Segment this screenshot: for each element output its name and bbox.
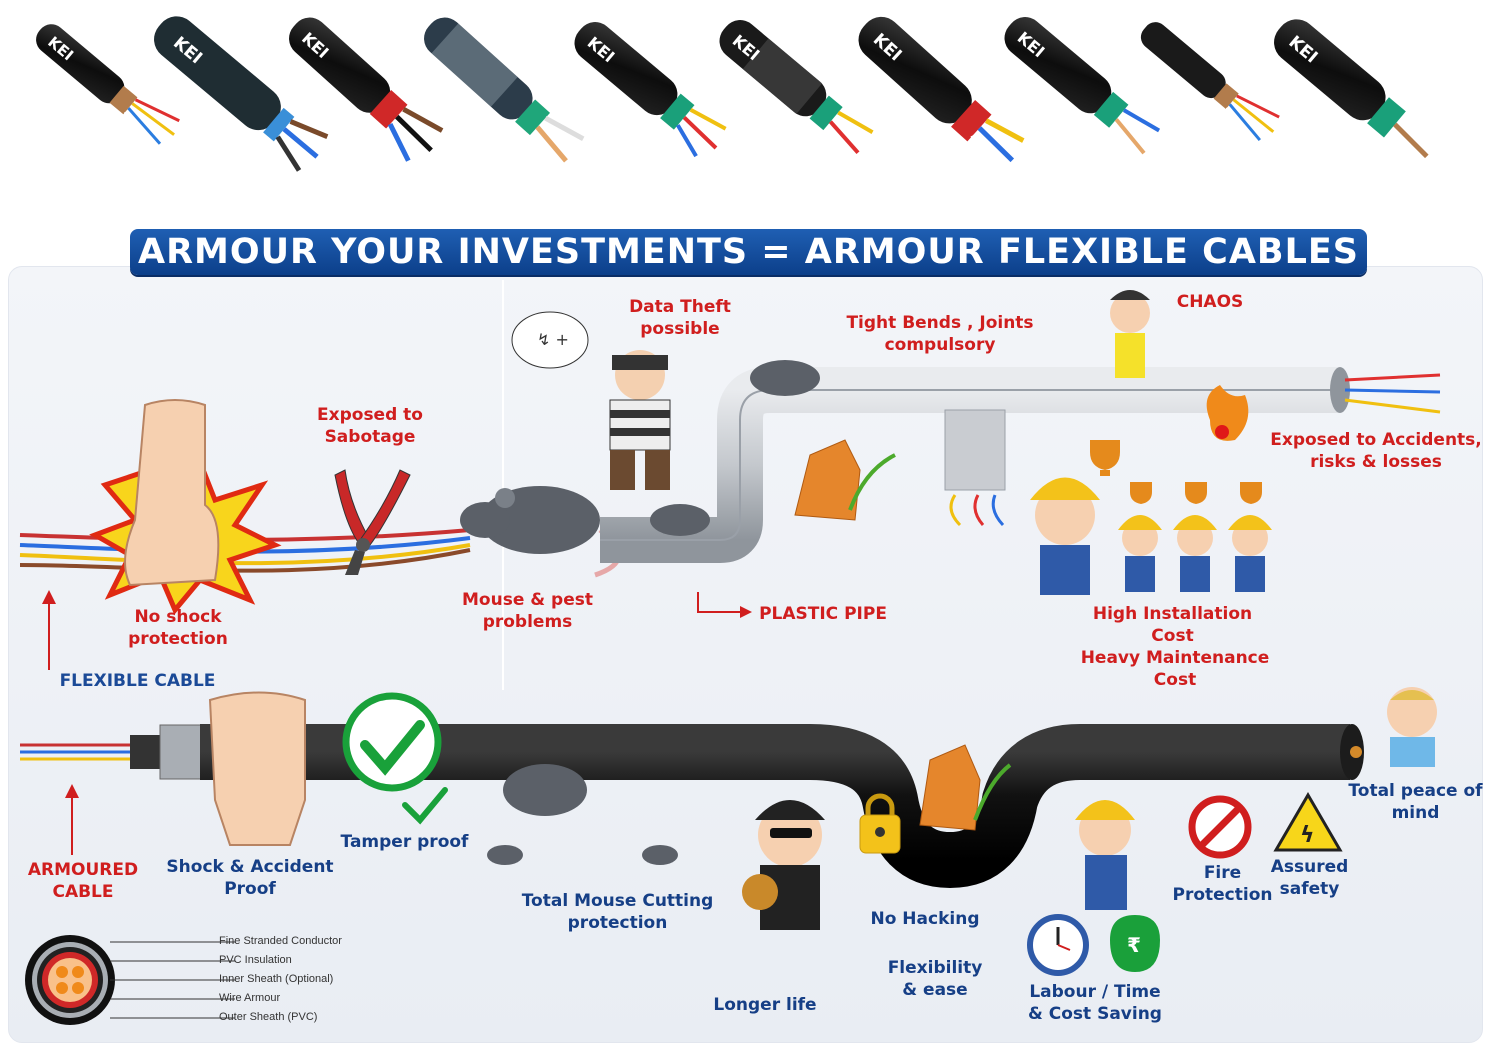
- svg-text:↯ +: ↯ +: [537, 330, 569, 349]
- label-flexibility: Flexibility & ease: [887, 958, 983, 1000]
- worker-icon-5: [1075, 800, 1135, 910]
- label-no-hacking: No Hacking: [870, 909, 980, 929]
- rat-icon-1: [460, 486, 622, 578]
- rock-icon-2: [919, 744, 981, 831]
- label-fire-protection: Fire Protection: [1172, 863, 1273, 905]
- rat-icon-3: [650, 504, 710, 536]
- worker-icon-3: [1173, 515, 1217, 592]
- label-total-peace: Total peace of mind: [1348, 781, 1483, 823]
- cable-product-3: KEI: [289, 17, 444, 162]
- worker-icon-4: [1228, 515, 1272, 592]
- cable-product-6: KEI: [719, 20, 874, 154]
- peaceful-boy-icon: [1387, 687, 1437, 767]
- legend-wire-armour: Wire Armour: [219, 992, 281, 1004]
- label-high-installation-cost: High Installation Cost: [1092, 604, 1253, 646]
- legend-outer-sheath: Outer Sheath (PVC): [219, 1011, 318, 1023]
- cable-product-8: KEI: [1004, 17, 1161, 155]
- money-bag-icon: ₹: [1110, 915, 1160, 972]
- no-fire-icon: [1188, 795, 1252, 859]
- worker-icon-2: [1118, 515, 1162, 592]
- cable-product-1: KEI: [36, 24, 180, 150]
- legend-inner-sheath: Inner Sheath (Optional): [219, 973, 334, 985]
- rock-icon-1: [794, 439, 861, 521]
- armoured-cable: [20, 724, 1364, 889]
- label-assured-safety: Assured safety: [1270, 857, 1349, 899]
- security-guard-icon: [742, 800, 825, 930]
- label-exposed-sabotage: Exposed to Sabotage: [317, 405, 423, 447]
- rat-icon-6: [642, 845, 678, 865]
- label-mouse-protection: Total Mouse Cutting protection: [521, 891, 714, 933]
- cable-product-7: KEI: [858, 16, 1025, 172]
- worker-icon-1: [1030, 477, 1100, 595]
- tamper-check-icon: [342, 692, 442, 792]
- label-exposed-accidents: Exposed to Accidents, risks & losses: [1270, 430, 1482, 472]
- label-plastic-pipe: PLASTIC PIPE: [759, 604, 887, 624]
- label-labour-cost-saving: Labour / Time & Cost Saving: [1028, 982, 1162, 1024]
- legend-pvc-insulation: PVC Insulation: [219, 954, 292, 966]
- label-heavy-maintenance-cost: Heavy Maintenance Cost: [1080, 648, 1270, 690]
- plastic-pipe-arrow: [697, 592, 740, 613]
- trophy-icons: [1090, 440, 1262, 504]
- label-mouse-pest: Mouse & pest problems: [462, 590, 593, 632]
- svg-text:₹: ₹: [1127, 933, 1141, 957]
- thief-icon: [609, 350, 671, 490]
- lock-icon: [859, 793, 901, 854]
- svg-text:ϟ: ϟ: [1300, 823, 1315, 848]
- cable-product-5: KEI: [574, 22, 727, 158]
- cable-product-4: [424, 17, 585, 163]
- legend-fine-stranded-conductor: Fine Stranded Conductor: [219, 935, 342, 947]
- cable-product-2: KEI: [154, 16, 329, 172]
- label-tamper-proof: Tamper proof: [340, 832, 469, 852]
- clock-icon: [1027, 914, 1089, 976]
- chaos-kid-icon: [1110, 290, 1150, 378]
- cable-product-strip: KEI KEI KEI: [0, 0, 1491, 225]
- label-data-theft: Data Theft possible: [629, 297, 731, 339]
- armoured-arrow-icon: [65, 784, 79, 798]
- label-armoured-cable: ARMOURED CABLE: [27, 860, 139, 902]
- banner-title: ARMOUR YOUR INVESTMENTS = ARMOUR FLEXIBL…: [130, 229, 1367, 275]
- label-longer-life: Longer life: [713, 995, 817, 1015]
- label-flexible-cable: FLEXIBLE CABLE: [59, 671, 216, 691]
- label-chaos: CHAOS: [1176, 292, 1244, 312]
- thought-bubble: [511, 311, 589, 369]
- cable-product-10: KEI: [1274, 19, 1429, 159]
- rat-icon-4: [503, 764, 587, 816]
- cable-products-illustration: KEI KEI KEI: [36, 16, 1429, 172]
- cable-product-9: [1140, 22, 1280, 144]
- rat-icon-5: [487, 845, 523, 865]
- label-tight-bends: Tight Bends , Joints compulsory: [846, 313, 1034, 355]
- label-shock-accident-proof: Shock & Accident Proof: [166, 857, 334, 899]
- small-check-icon: [402, 787, 448, 825]
- rat-icon-2: [750, 360, 820, 396]
- pliers-icon: [334, 469, 411, 575]
- plastic-pipe: [600, 367, 1350, 563]
- bare-foot-icon: [124, 399, 220, 587]
- label-no-shock: No shock protection: [128, 607, 228, 649]
- cable-cross-section-icon: [25, 935, 115, 1025]
- flexible-arrow-icon: [42, 590, 56, 604]
- safety-warning-icon: ϟ: [1273, 792, 1343, 852]
- gripping-hand-icon: [208, 691, 306, 846]
- fire-icon: [1206, 385, 1249, 441]
